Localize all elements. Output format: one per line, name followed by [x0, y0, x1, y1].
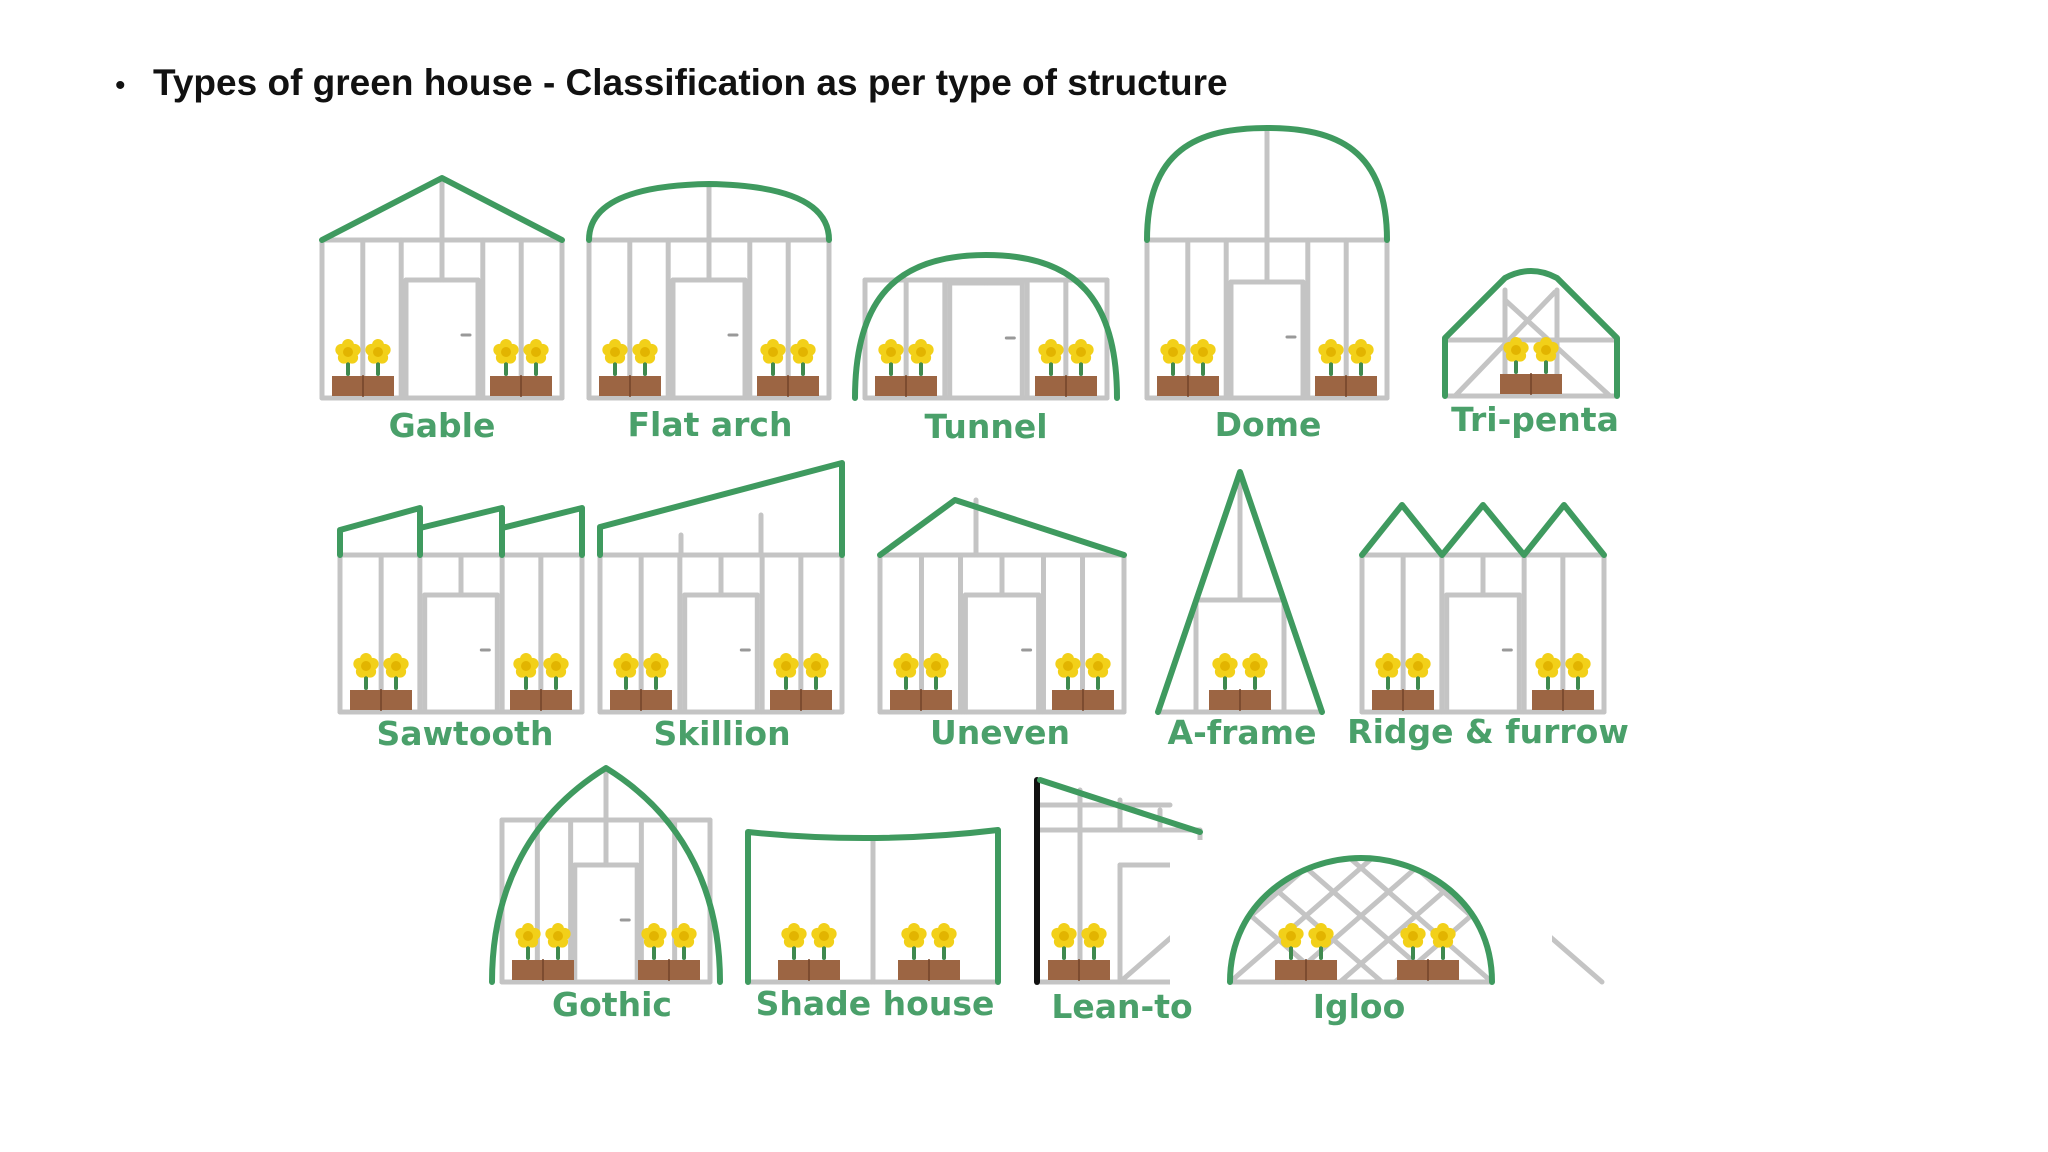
greenhouse-sawtooth [337, 505, 585, 715]
label-lean-to: Lean-to [1051, 987, 1192, 1026]
label-flat-arch: Flat arch [628, 405, 793, 444]
label-gable: Gable [389, 406, 496, 445]
slide-title-text: Types of green house - Classification as… [153, 62, 1228, 103]
greenhouse-tri-penta [1442, 268, 1620, 399]
greenhouse-a-frame [1155, 469, 1325, 715]
greenhouse-flat-arch [586, 181, 832, 401]
label-a-frame: A-frame [1168, 713, 1317, 752]
slide-title: • Types of green house - Classification a… [115, 62, 1228, 104]
label-dome: Dome [1215, 405, 1322, 444]
label-sawtooth: Sawtooth [377, 714, 554, 753]
greenhouse-shade-house [745, 827, 1001, 985]
greenhouse-skillion [597, 460, 845, 715]
greenhouse-gothic [489, 765, 723, 985]
label-tri-penta: Tri-penta [1451, 400, 1619, 439]
label-tunnel: Tunnel [924, 407, 1047, 446]
greenhouse-uneven [877, 497, 1127, 715]
greenhouse-ridge-furrow [1359, 502, 1607, 715]
greenhouse-dome [1144, 125, 1390, 401]
greenhouse-gable [319, 175, 565, 401]
label-ridge-furrow: Ridge & furrow [1347, 712, 1629, 751]
label-gothic: Gothic [552, 985, 672, 1024]
bullet-icon: • [115, 69, 126, 102]
label-uneven: Uneven [930, 713, 1070, 752]
label-shade-house: Shade house [756, 984, 995, 1023]
greenhouse-igloo [1117, 840, 1605, 986]
greenhouse-tunnel [852, 252, 1120, 401]
label-igloo: Igloo [1313, 987, 1406, 1026]
label-skillion: Skillion [653, 714, 790, 753]
